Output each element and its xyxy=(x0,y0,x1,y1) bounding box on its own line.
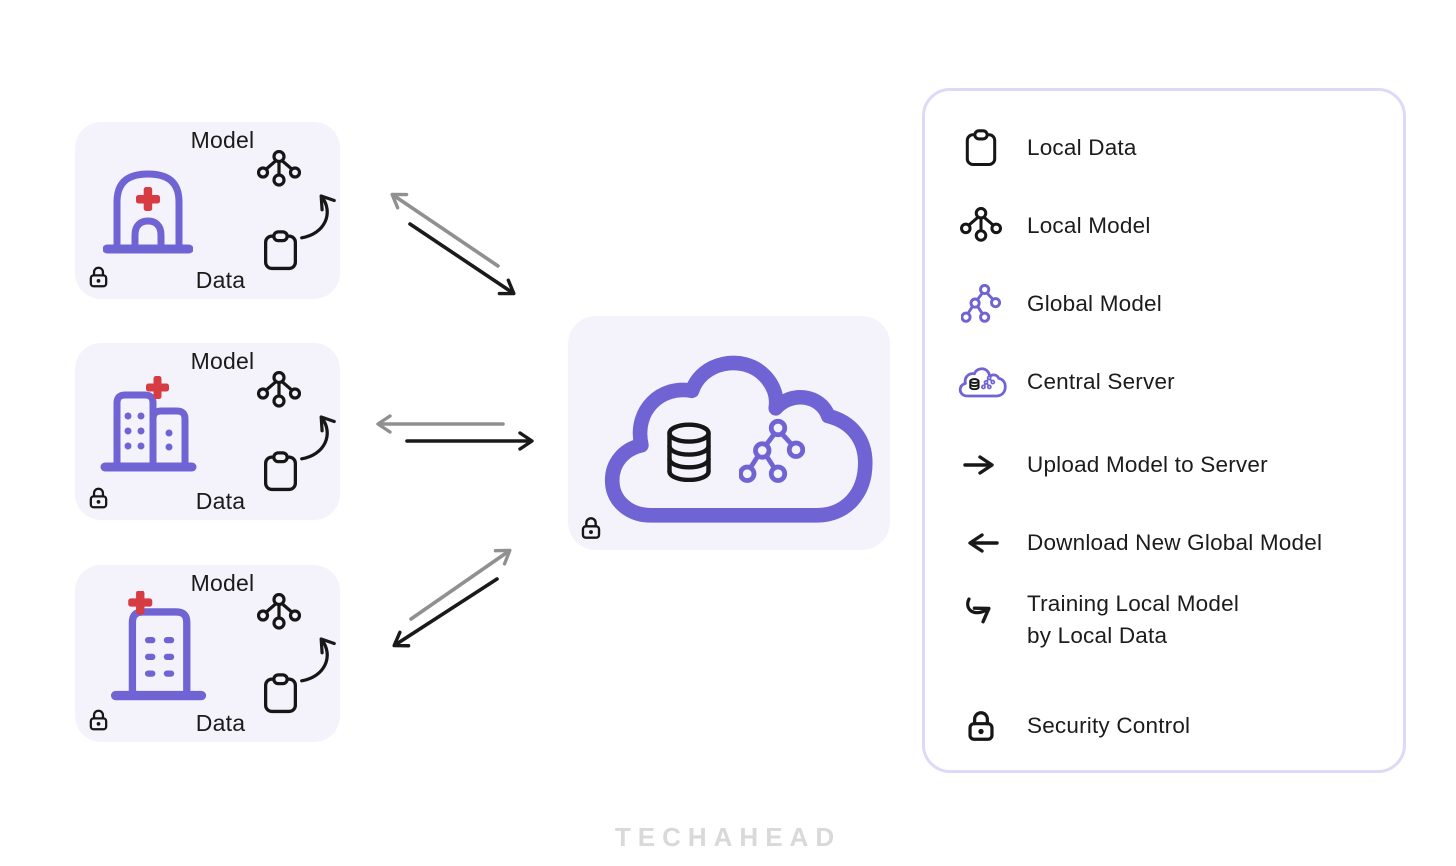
cloud-icon xyxy=(604,355,873,523)
legend-label: Central Server xyxy=(1027,369,1175,394)
legend-label-line2: by Local Data xyxy=(1027,623,1168,648)
client-card-hospital: Model Data xyxy=(75,122,340,299)
download-arrow-top xyxy=(390,192,500,268)
legend-item-global-model: Global Model xyxy=(955,278,1162,330)
data-label: Data xyxy=(195,488,246,514)
clipboard-icon xyxy=(263,230,298,271)
legend-item-upload: Upload Model to Server xyxy=(955,439,1268,491)
local-model-tree-icon xyxy=(955,207,1007,245)
legend-panel: Local Data Local Model xyxy=(922,88,1406,773)
download-arrow-bottom xyxy=(392,577,499,648)
legend-label: Global Model xyxy=(1027,291,1162,316)
training-loop-icon xyxy=(300,194,336,240)
local-model-tree-icon xyxy=(257,593,301,630)
legend-label-line1: Training Local Model xyxy=(1027,591,1240,616)
upload-arrow-top xyxy=(408,222,516,296)
arrow-left-icon xyxy=(955,530,1007,556)
training-loop-icon xyxy=(300,415,336,461)
model-label: Model xyxy=(190,348,255,374)
global-model-tree-icon xyxy=(739,418,805,483)
lock-icon xyxy=(89,487,108,509)
office-building-icon xyxy=(110,591,207,701)
hospital-icon xyxy=(103,170,193,254)
arrow-right-icon xyxy=(955,452,1007,478)
lock-icon xyxy=(955,708,1007,744)
legend-label: Local Data xyxy=(1027,135,1137,160)
legend-item-local-data: Local Data xyxy=(955,122,1137,174)
local-model-tree-icon xyxy=(257,371,301,408)
data-label: Data xyxy=(195,267,246,293)
clipboard-icon xyxy=(955,128,1007,168)
cloud-server-icon xyxy=(955,365,1007,399)
data-label: Data xyxy=(195,710,246,736)
clipboard-icon xyxy=(263,673,298,714)
training-loop-icon xyxy=(955,594,1007,624)
legend-label: Upload Model to Server xyxy=(1027,452,1268,477)
techahead-watermark: TECHAHEAD xyxy=(614,822,842,852)
lock-icon xyxy=(581,517,601,539)
legend-item-local-model: Local Model xyxy=(955,200,1151,252)
client-card-clinic: Model xyxy=(75,343,340,520)
legend-label: Download New Global Model xyxy=(1027,530,1323,555)
legend-item-training: Training Local Model by Local Data xyxy=(955,588,1239,658)
global-model-tree-icon xyxy=(955,284,1007,324)
database-icon xyxy=(667,422,711,482)
clipboard-icon xyxy=(263,451,298,492)
legend-label: Security Control xyxy=(1027,713,1191,738)
legend-label: Local Model xyxy=(1027,213,1151,238)
legend-item-central-server: Central Server xyxy=(955,356,1175,408)
legend-label: Training Local Model by Local Data xyxy=(1027,588,1239,652)
lock-icon xyxy=(89,266,108,288)
central-server-card xyxy=(568,316,890,550)
upload-arrow-bottom xyxy=(409,548,512,621)
legend-item-security: Security Control xyxy=(955,700,1190,752)
lock-icon xyxy=(89,709,108,731)
model-label: Model xyxy=(190,570,255,596)
local-model-tree-icon xyxy=(257,150,301,187)
model-label: Model xyxy=(190,127,255,153)
client-card-office: Model xyxy=(75,565,340,742)
legend-item-download: Download New Global Model xyxy=(955,517,1322,569)
clinic-towers-icon xyxy=(100,376,197,472)
training-loop-icon xyxy=(300,637,336,683)
